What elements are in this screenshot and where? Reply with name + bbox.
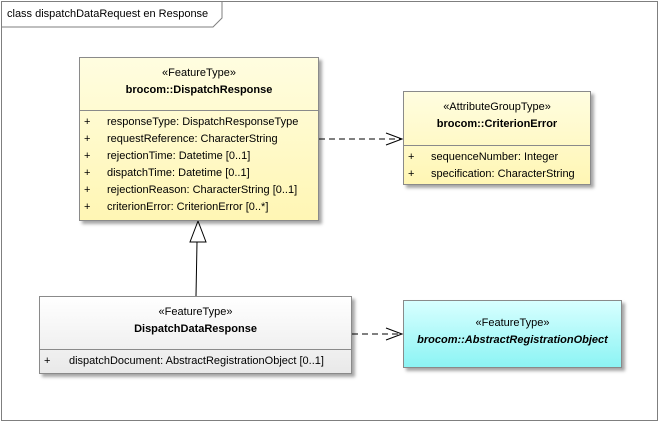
visibility-marker: + [84, 116, 91, 128]
attribute-row: + dispatchTime: Datetime [0..1] [80, 165, 318, 182]
class-name: brocom::AbstractRegistrationObject [417, 334, 608, 346]
attribute-compartment: + responseType: DispatchResponseType + r… [80, 110, 318, 216]
class-dispatch-response[interactable]: «FeatureType» brocom::DispatchResponse +… [79, 57, 319, 221]
attribute-text: requestReference: CharacterString [107, 133, 278, 145]
attribute-text: dispatchTime: Datetime [0..1] [107, 167, 250, 179]
class-abstract-registration-object[interactable]: «FeatureType» brocom::AbstractRegistrati… [403, 300, 622, 368]
attribute-text: criterionError: CriterionError [0..*] [107, 201, 269, 213]
visibility-marker: + [84, 167, 91, 179]
class-name: brocom::CriterionError [436, 118, 558, 130]
stereotype-label: «AttributeGroupType» [443, 101, 551, 113]
class-criterion-error[interactable]: «AttributeGroupType» brocom::CriterionEr… [403, 91, 591, 185]
attribute-compartment: + dispatchDocument: AbstractRegistration… [40, 349, 351, 370]
attribute-text: dispatchDocument: AbstractRegistrationOb… [69, 355, 324, 367]
attribute-text: sequenceNumber: Integer [431, 151, 559, 163]
attribute-text: specification: CharacterString [431, 168, 575, 180]
attribute-compartment: + sequenceNumber: Integer + specificatio… [404, 145, 590, 183]
attribute-row: + specification: CharacterString [404, 166, 590, 183]
visibility-marker: + [84, 150, 91, 162]
attribute-text: rejectionTime: Datetime [0..1] [107, 150, 251, 162]
attribute-text: rejectionReason: CharacterString [0..1] [107, 184, 298, 196]
attribute-row: + rejectionTime: Datetime [0..1] [80, 148, 318, 165]
visibility-marker: + [84, 184, 91, 196]
class-dispatch-data-response[interactable]: «FeatureType» DispatchDataResponse + dis… [39, 296, 352, 374]
stereotype-label: «FeatureType» [162, 67, 236, 79]
class-name: DispatchDataResponse [134, 323, 257, 335]
frame-title-tab [1, 1, 223, 28]
visibility-marker: + [408, 168, 415, 180]
visibility-marker: + [44, 355, 51, 367]
stereotype-label: «FeatureType» [158, 306, 233, 318]
attribute-row: + rejectionReason: CharacterString [0..1… [80, 182, 318, 199]
visibility-marker: + [84, 133, 91, 145]
class-name: brocom::DispatchResponse [125, 84, 273, 96]
visibility-marker: + [84, 201, 91, 213]
generalization-arrow [189, 219, 207, 297]
dependency-arrow-criterion-error [319, 132, 404, 146]
stereotype-label: «FeatureType» [475, 317, 550, 329]
dependency-arrow-abstract-registration-object [352, 327, 404, 341]
attribute-row: + dispatchDocument: AbstractRegistration… [40, 353, 351, 370]
attribute-text: responseType: DispatchResponseType [107, 116, 299, 128]
attribute-row: + responseType: DispatchResponseType [80, 114, 318, 131]
attribute-row: + sequenceNumber: Integer [404, 149, 590, 166]
visibility-marker: + [408, 151, 415, 163]
frame-title: class dispatchDataRequest en Response [7, 8, 209, 20]
attribute-row: + requestReference: CharacterString [80, 131, 318, 148]
attribute-row: + criterionError: CriterionError [0..*] [80, 199, 318, 216]
